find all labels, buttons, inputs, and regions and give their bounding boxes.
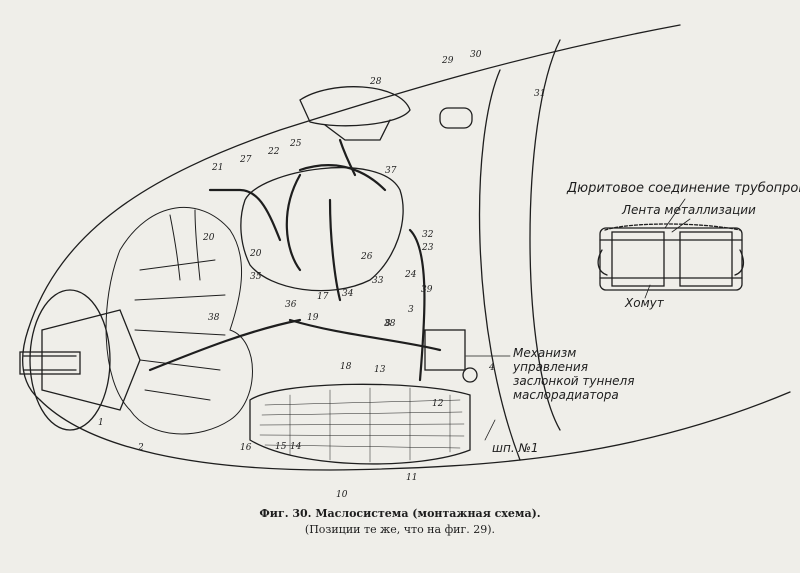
callout-16: 16 [240,443,252,453]
oil-tank [240,166,404,292]
cowl-inner-edge [478,69,521,461]
callout-numbers: 1 2 3 4 8 10 11 12 13 14 15 16 17 18 19 … [98,50,545,500]
engine-cylinders [105,207,253,435]
callout-1: 1 [98,418,104,428]
filler-cap [439,107,473,129]
callout-12: 12 [432,399,444,409]
callout-26: 26 [360,252,373,262]
callout-13: 13 [374,365,386,375]
coupling-inset [597,223,745,291]
propeller-disc [29,289,111,431]
caption-title: Фиг. 30. Маслосистема (монтажная схема). [259,507,541,520]
callout-24: 24 [404,270,417,280]
firewall-curve [529,39,561,431]
callout-32: 32 [422,230,434,240]
callout-39: 39 [421,285,433,295]
callout-34: 34 [342,289,354,299]
callout-38b: 38 [384,319,396,329]
callout-10: 10 [336,490,348,500]
callout-27: 27 [239,155,252,165]
callout-37: 37 [385,166,397,176]
radiator-mesh [259,387,465,463]
callout-2: 2 [137,443,144,453]
label-mechanism-3: заслонкой туннеля [513,374,634,388]
mechanism-box [424,329,466,371]
callout-18: 18 [340,362,352,372]
callout-19: 19 [307,313,319,323]
callout-31: 31 [534,89,545,99]
callout-4: 4 [488,363,495,373]
callout-29: 29 [441,56,454,66]
callout-8: 8 [385,319,391,329]
air-scoop [299,86,411,127]
callout-30: 30 [470,50,482,60]
callout-35: 35 [250,272,262,282]
nacelle-upper-contour [27,24,681,331]
label-frame: шп. №1 [492,441,539,455]
caption-note: (Позиции те же, что на фиг. 29). [304,523,496,536]
callout-25: 25 [289,139,302,149]
callout-21: 21 [211,163,223,173]
callout-36: 36 [285,300,297,310]
callout-23: 23 [421,243,434,253]
callout-17: 17 [317,292,329,302]
label-metal-tape: Лента металлизации [621,203,756,217]
callout-20b: 20 [249,249,262,259]
callout-15: 15 [275,442,287,452]
label-dural-joint: Дюритовое соединение трубопроводов [566,181,800,196]
figure-caption: Фиг. 30. Маслосистема (монтажная схема).… [0,506,800,538]
label-clamp: Хомут [624,296,665,310]
oil-radiator [249,383,471,465]
label-mechanism-1: Механизм [513,346,576,360]
callout-33: 33 [372,276,384,286]
spinner-cone [41,309,141,411]
label-mechanism-4: маслорадиатора [513,388,619,402]
callout-38a: 38 [208,313,220,323]
callout-22: 22 [267,147,280,157]
callout-11: 11 [406,473,417,483]
callout-20a: 20 [202,233,215,243]
propeller-shaft [19,351,81,375]
callout-3: 3 [408,305,414,315]
callout-28: 28 [369,77,382,87]
nacelle-lower-contour [39,391,791,471]
label-mechanism-2: управления [512,360,588,374]
callout-14: 14 [290,442,302,452]
oil-pipelines [148,138,442,382]
